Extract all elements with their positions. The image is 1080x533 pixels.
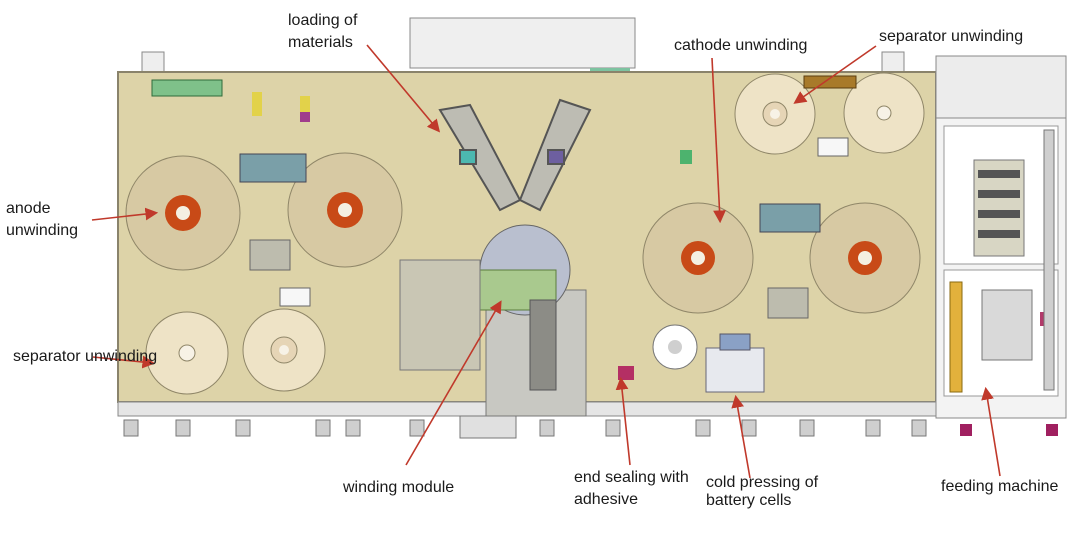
callout-arrows <box>91 44 1001 479</box>
winding-module-core <box>399 224 571 391</box>
separator-unwinding-left-label: separator unwinding <box>13 348 158 365</box>
anode-unwinding-line-2: unwinding <box>6 222 79 239</box>
anode-roll-right <box>287 152 403 268</box>
anode-unwinding-label: anode unwinding <box>6 198 78 242</box>
cold-pressing-line-2: battery cells <box>706 492 792 509</box>
separator-roll-left-2 <box>242 308 326 392</box>
end-sealing-line-2: adhesive <box>574 491 639 508</box>
cathode-unwinding-label: cathode unwinding <box>674 37 808 54</box>
loading-arms <box>438 98 592 212</box>
loading-of-materials-line-1: loading of <box>288 12 358 29</box>
winding-module-label: winding module <box>343 479 455 496</box>
cold-pressing-label: cold pressing of battery cells <box>706 474 818 510</box>
sealing-parts <box>618 324 698 380</box>
cold-press-unit <box>705 333 765 393</box>
feeding-machine-label: feeding machine <box>941 478 1059 495</box>
loading-of-materials-line-2: materials <box>288 34 353 51</box>
separator-roll-right-2 <box>843 72 925 154</box>
leveling-feet <box>123 419 927 437</box>
cathode-roll-left <box>642 202 754 314</box>
separator-roll-right-1 <box>734 73 816 155</box>
separator-roll-left-1 <box>145 311 229 395</box>
feeding-cabinet <box>935 55 1067 436</box>
loading-of-materials-label: loading of materials <box>288 10 357 54</box>
end-sealing-label: end sealing with adhesive <box>574 467 689 511</box>
anode-roll-left <box>125 155 241 271</box>
end-sealing-line-1: end sealing with <box>574 469 689 486</box>
cold-pressing-line-1: cold pressing of <box>706 474 819 491</box>
top-hood <box>409 17 636 69</box>
base-box <box>459 415 517 439</box>
separator-unwinding-top-label: separator unwinding <box>879 28 1024 45</box>
mounting-ears <box>141 51 905 73</box>
anode-unwinding-line-1: anode <box>6 200 51 217</box>
panel-details <box>151 75 857 319</box>
cathode-roll-right <box>809 202 921 314</box>
